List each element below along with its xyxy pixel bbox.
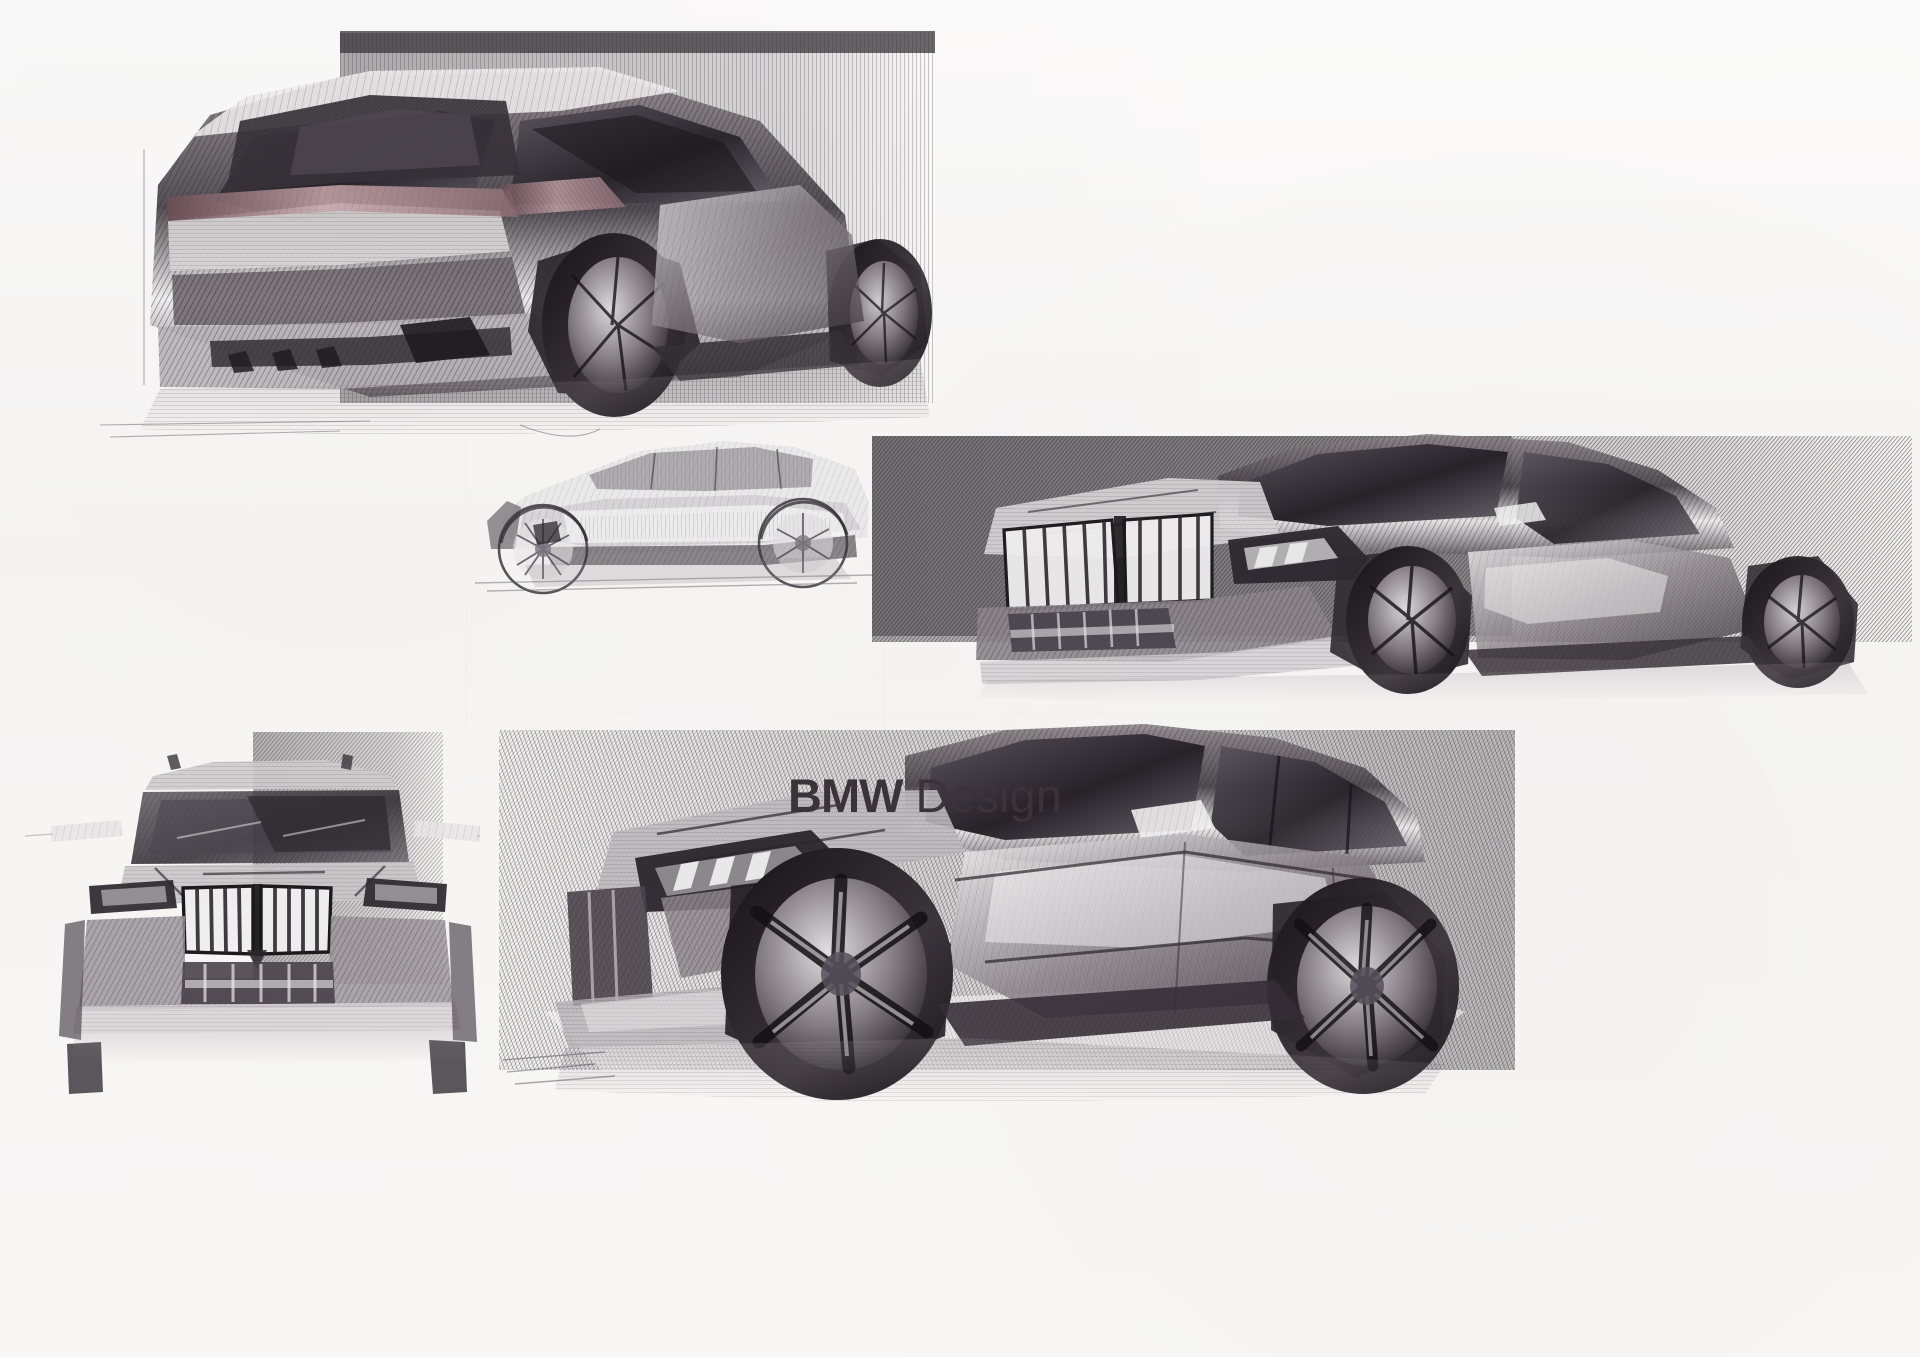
sheet-seam-vertical-right <box>884 428 885 738</box>
wordmark-design: Design <box>902 769 1062 822</box>
bmw-design-wordmark: BMW Design <box>788 772 1062 819</box>
wordmark-bmw: BMW <box>788 769 903 822</box>
sketch-side-profile <box>465 425 885 620</box>
sketch-rear-three-quarter <box>40 25 935 445</box>
sheet-seam-horizontal <box>466 712 1526 713</box>
sketch-front-elevation <box>25 710 480 1110</box>
sketch-front-three-quarter <box>868 408 1920 708</box>
sketch-front-three-quarter-low <box>485 712 1535 1112</box>
sheet-seam-vertical-left <box>466 432 467 732</box>
